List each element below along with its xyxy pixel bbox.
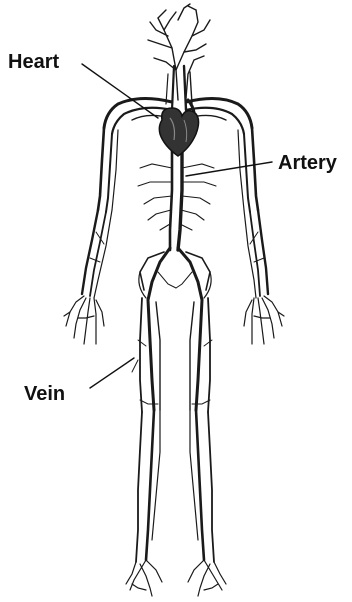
hand-vessels xyxy=(64,296,284,344)
leg-vessels xyxy=(132,298,214,562)
artery-label: Artery xyxy=(278,153,337,173)
vein-label: Vein xyxy=(24,384,65,404)
heart-leader-line xyxy=(82,64,158,118)
pelvis-vessels xyxy=(139,248,211,300)
head-vessels xyxy=(148,4,210,100)
foot-vessels xyxy=(126,560,226,596)
heart-icon xyxy=(159,108,198,156)
heart-label: Heart xyxy=(8,52,59,72)
vein-leader-line xyxy=(90,358,134,388)
